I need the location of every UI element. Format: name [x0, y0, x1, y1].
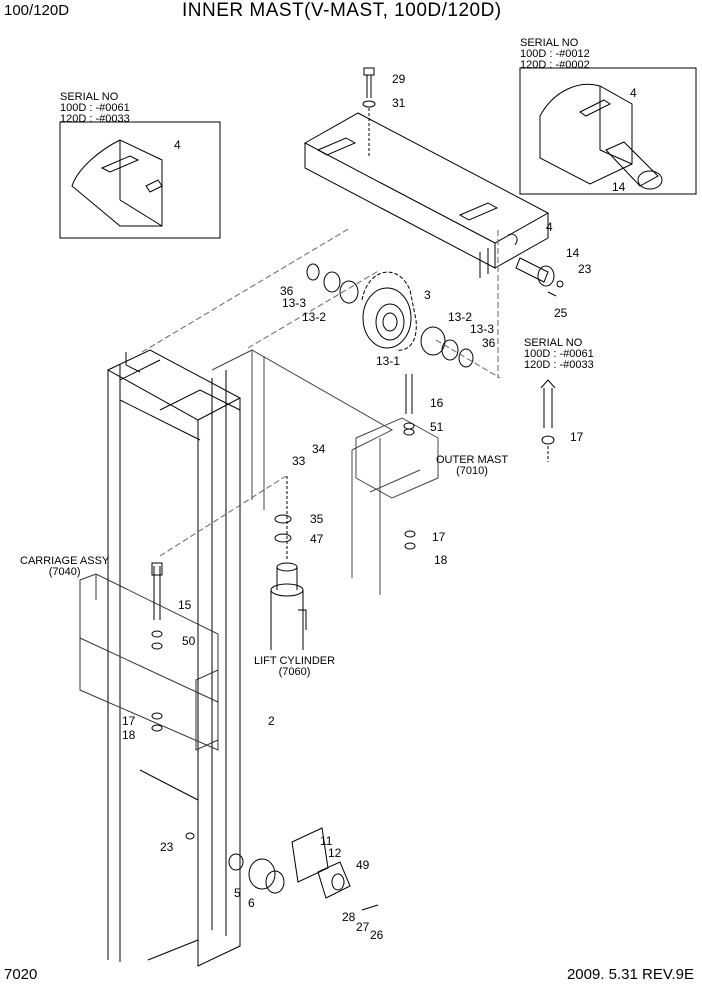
serial-line: 100D : -#0012 [520, 48, 590, 60]
serial-line: 100D : -#0061 [60, 102, 130, 114]
callout: 35 [310, 512, 324, 526]
serial-heading: SERIAL NO [60, 91, 119, 103]
carriage-drawing [79, 573, 219, 751]
callout: 29 [392, 72, 406, 86]
carriage-assy-code: (7040) [48, 566, 81, 578]
callout: 27 [356, 920, 370, 934]
callout: 17 [570, 430, 584, 444]
callout: 51 [430, 420, 444, 434]
serial-box-frame-left [59, 121, 221, 239]
lift-cylinder-code: (7060) [278, 666, 311, 678]
callout: 4 [546, 220, 553, 234]
lift-cylinder-name: LIFT CYLINDER [254, 655, 336, 667]
callout: 17 [122, 714, 136, 728]
callout: 47 [310, 532, 324, 546]
callout: 34 [312, 442, 326, 456]
bolt-29-drawing [362, 67, 376, 158]
serial-heading: SERIAL NO [520, 37, 579, 49]
callout: 15 [178, 598, 192, 612]
callout: 50 [182, 634, 196, 648]
anchor-bolt-16-drawing [403, 374, 416, 550]
callout: 25 [554, 306, 568, 320]
anchor-bolt-15-drawing [151, 562, 163, 732]
callout: 13-3 [470, 322, 495, 336]
bottom-parts-drawing [185, 827, 379, 911]
callout: 23 [578, 262, 592, 276]
callout: 3 [424, 288, 431, 302]
serial-block-right-top: SERIAL NO 100D : -#0012 120D : -#0002 [520, 38, 590, 71]
callout: 26 [370, 928, 384, 942]
model-label: 100/120D [4, 2, 70, 19]
callout: 4 [174, 138, 181, 152]
callout: 13-1 [376, 354, 401, 368]
lift-cylinder-label: LIFT CYLINDER (7060) [254, 656, 335, 678]
lift-cylinder-drawing [270, 476, 307, 650]
detail-right-bolt-drawing [540, 379, 556, 462]
inner-mast-drawing [106, 349, 242, 967]
callout: 17 [432, 530, 446, 544]
outer-mast-label: OUTER MAST (7010) [436, 455, 508, 477]
detail-left-drawing [71, 139, 163, 227]
serial-heading: SERIAL NO [524, 337, 583, 349]
callout: 5 [234, 886, 241, 900]
sprocket-drawing [306, 263, 474, 368]
callout: 11 [320, 834, 333, 848]
callout: 28 [342, 910, 356, 924]
callout: 13-2 [302, 310, 327, 324]
revision-date: 2009. 5.31 REV.9E [566, 966, 694, 983]
page-number: 7020 [4, 966, 38, 983]
carriage-assy-label: CARRIAGE ASSY (7040) [20, 556, 109, 578]
detail-right-top-drawing [539, 83, 663, 190]
callout: 14 [566, 246, 580, 260]
carriage-assy-name: CARRIAGE ASSY [20, 555, 110, 567]
callout: 36 [280, 284, 294, 298]
crossbeam-drawing [303, 112, 550, 278]
callout: 13-2 [448, 310, 473, 324]
guide-lines [141, 227, 501, 557]
outer-mast-drawing [211, 349, 439, 595]
callout: 12 [328, 846, 342, 860]
callout: 31 [392, 96, 406, 110]
callout: 33 [292, 454, 306, 468]
serial-box-frame-right-top [519, 67, 697, 195]
callout: 2 [268, 714, 275, 728]
callout: 49 [356, 858, 370, 872]
callout: 13-3 [282, 296, 307, 310]
callout: 36 [482, 336, 496, 350]
page-title: INNER MAST(V-MAST, 100D/120D) [182, 0, 502, 21]
serial-line: 100D : -#0061 [524, 348, 594, 360]
serial-line: 120D : -#0033 [524, 359, 594, 371]
outer-mast-code: (7010) [456, 465, 488, 477]
callout: 4 [630, 86, 637, 100]
pin-14-drawing [515, 257, 564, 297]
outer-mast-name: OUTER MAST [436, 454, 509, 466]
serial-line: 120D : -#0002 [520, 59, 590, 71]
callout: 6 [248, 896, 255, 910]
callout: 18 [434, 553, 448, 567]
callout: 14 [612, 180, 626, 194]
serial-block-left: SERIAL NO 100D : -#0061 120D : -#0033 [60, 92, 130, 125]
serial-block-right-mid: SERIAL NO 100D : -#0061 120D : -#0033 [524, 338, 594, 371]
callout: 18 [122, 728, 136, 742]
serial-line: 120D : -#0033 [60, 113, 130, 125]
callout: 23 [160, 840, 174, 854]
callout: 16 [430, 396, 444, 410]
